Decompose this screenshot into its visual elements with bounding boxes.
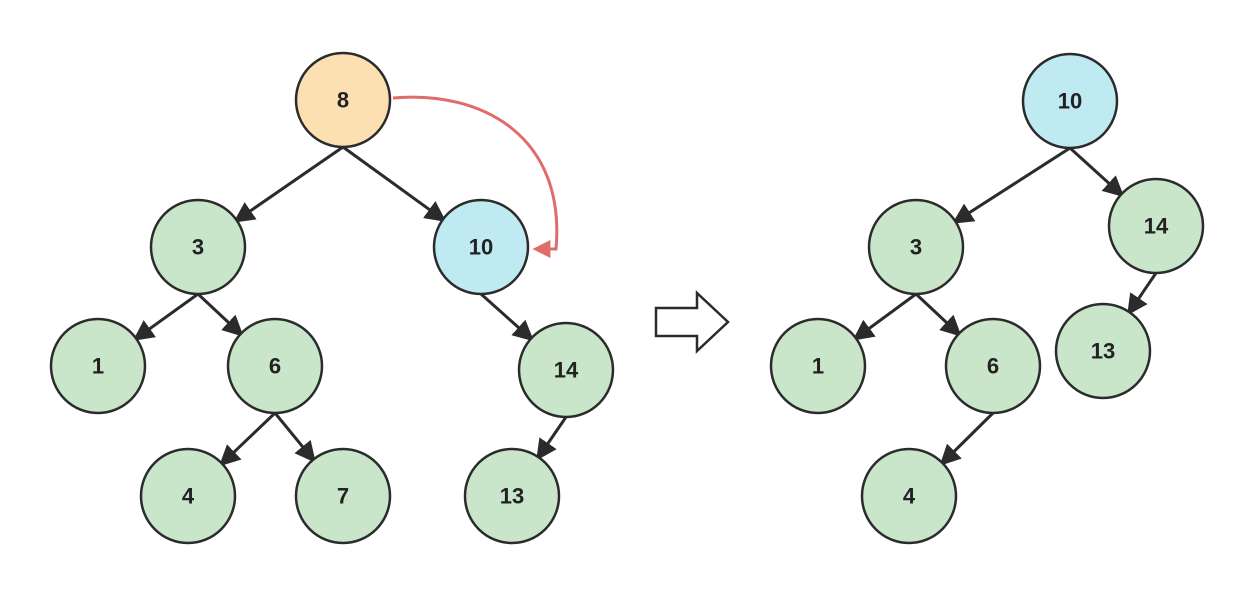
before-node-8: 8 [294,51,392,149]
node-circle [49,317,147,415]
node-label: 6 [987,354,999,379]
node-circle [226,317,324,415]
node-circle [139,447,237,545]
successor-move-arrow [392,95,559,258]
edge-a6-a4 [939,411,995,466]
edge-b3-b6 [196,292,244,337]
before-node-10: 10 [432,198,530,296]
after-tree-edges [852,146,1158,466]
before-node-13: 13 [463,447,561,545]
edge-b14-b13 [536,416,568,461]
node-circle [463,447,561,545]
node-circle [294,447,392,545]
node-circle [294,51,392,149]
node-label: 10 [1058,89,1082,114]
node-circle [149,198,247,296]
node-label: 4 [903,484,916,509]
node-circle [1054,302,1152,400]
before-node-3: 3 [149,198,247,296]
node-label: 3 [910,235,922,260]
edge-a3-a1 [852,292,917,341]
before-tree: 8 3 10 1 6 14 4 7 13 [49,51,615,545]
after-node-14: 14 [1107,177,1205,275]
node-circle [769,317,867,415]
edge-a14-a13 [1127,272,1158,316]
after-tree: 10 3 14 1 6 13 4 [769,52,1205,545]
node-circle [944,317,1042,415]
node-label: 13 [1091,339,1115,364]
edge-b8-b10 [342,145,447,222]
after-node-13: 13 [1054,302,1152,400]
before-node-6: 6 [226,317,324,415]
node-label: 14 [554,358,579,383]
edge-a10-a14 [1068,146,1125,198]
node-circle [432,198,530,296]
node-label: 3 [192,235,204,260]
before-node-14: 14 [517,321,615,419]
before-node-7: 7 [294,447,392,545]
node-label: 1 [92,354,104,379]
node-label: 8 [337,88,349,113]
edge-a10-a3 [952,146,1071,224]
before-node-1: 1 [49,317,147,415]
edge-b8-b3 [233,145,344,223]
node-circle [1107,177,1205,275]
after-node-1: 1 [769,317,867,415]
node-label: 14 [1144,214,1169,239]
after-node-10: 10 [1021,52,1119,150]
node-label: 7 [337,484,349,509]
node-circle [1021,52,1119,150]
edge-b3-b1 [132,292,199,341]
node-label: 4 [182,484,195,509]
edge-b6-b7 [273,412,316,463]
hollow-right-arrow-icon [654,290,730,354]
node-circle [517,321,615,419]
node-circle [867,198,965,296]
after-node-4: 4 [860,447,958,545]
node-label: 10 [469,235,493,260]
after-node-6: 6 [944,317,1042,415]
before-tree-edges [132,145,568,467]
node-circle [860,447,958,545]
edge-a3-a6 [914,292,962,337]
node-label: 6 [269,354,281,379]
before-node-4: 4 [139,447,237,545]
after-node-3: 3 [867,198,965,296]
node-label: 13 [500,484,524,509]
node-label: 1 [812,354,824,379]
edge-b6-b4 [219,411,277,467]
edge-b10-b14 [480,292,535,342]
